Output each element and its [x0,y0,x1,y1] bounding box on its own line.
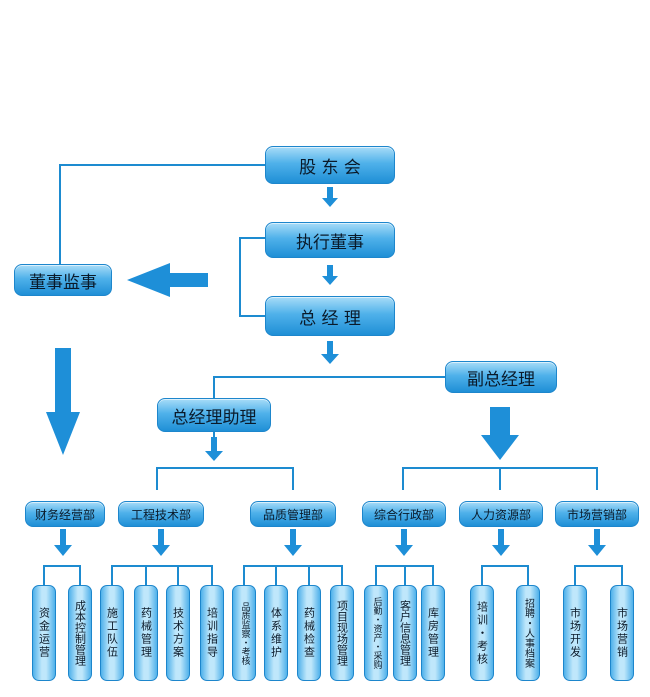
gm-label: 总 经 理 [299,308,361,329]
sub-unit-label: 后勤・资产・采购 [371,597,382,669]
sub-unit: 培训指导 [200,585,224,681]
gm-assistant-label: 总经理助理 [171,407,257,428]
shareholders-label: 股 东 会 [299,157,361,178]
arrow-left-icon [127,263,208,297]
sub-unit-label: 库房管理 [426,607,440,659]
sub-unit-label: 药械检查 [302,607,316,659]
sub-unit-label: 药械管理 [139,607,153,659]
sub-unit: 后勤・资产・采购 [364,585,388,681]
arrow-down-icon [492,529,510,556]
sub-unit-label: 招聘・人事档案 [522,598,534,668]
supervisor-label: 董事监事 [29,272,97,293]
arrow-down-icon [54,529,72,556]
dept-hr: 人力资源部 [459,501,543,527]
sub-unit: 药械管理 [134,585,158,681]
arrow-down-icon [322,265,338,285]
sub-unit: 技术方案 [166,585,190,681]
arrow-down-large-icon [481,407,519,460]
sub-unit-label: 成本控制管理 [73,600,87,666]
arrows [46,187,606,556]
sub-unit: 市场开发 [563,585,587,681]
sub-unit-label: 技术方案 [171,607,185,659]
sub-unit: 药械检查 [297,585,321,681]
dept-marketing-label: 市场营销部 [566,507,627,522]
sub-unit: 成本控制管理 [68,585,92,681]
arrow-down-icon [322,187,338,207]
sub-unit: 品质监察・考核 [232,585,256,681]
sub-unit: 资金运营 [32,585,56,681]
dept-engineering-label: 工程技术部 [130,507,191,522]
arrow-down-icon [284,529,302,556]
sub-unit-label: 施工队伍 [105,607,119,659]
dept-finance-label: 财务经营部 [34,507,95,522]
arrow-down-icon [395,529,413,556]
gm-box: 总 经 理 [265,296,395,336]
shareholders-box: 股 东 会 [265,146,395,184]
dept-engineering: 工程技术部 [118,501,204,527]
sub-unit-label: 培训指导 [205,607,219,659]
dept-admin-label: 综合行政部 [373,507,434,522]
sub-unit-label: 培训・考核 [475,600,489,666]
board-label: 执行董事 [296,232,364,253]
supervisor-box: 董事监事 [14,264,112,296]
sub-unit-label: 品质监察・考核 [239,601,250,665]
sub-unit: 市场营销 [610,585,634,681]
sub-unit-label: 资金运营 [37,607,51,659]
dept-marketing: 市场营销部 [555,501,639,527]
arrow-down-icon [321,341,339,364]
arrow-down-large-icon [46,348,80,455]
sub-unit: 库房管理 [421,585,445,681]
arrow-down-icon [152,529,170,556]
sub-unit: 招聘・人事档案 [516,585,540,681]
sub-unit-label: 市场开发 [568,607,582,659]
gm-assistant-box: 总经理助理 [157,398,271,432]
sub-unit: 客户信息管理 [393,585,417,681]
sub-unit-label: 体系维护 [269,607,283,659]
sub-unit-label: 市场营销 [615,607,629,659]
sub-unit: 体系维护 [264,585,288,681]
sub-unit: 项目现场管理 [330,585,354,681]
arrow-down-icon [205,437,223,461]
dept-hr-label: 人力资源部 [470,507,531,522]
deputy-gm-label: 副总经理 [467,369,535,390]
board-box: 执行董事 [265,222,395,258]
dept-admin: 综合行政部 [362,501,446,527]
sub-unit-label: 客户信息管理 [398,600,412,666]
sub-unit-label: 项目现场管理 [335,600,349,666]
sub-unit: 培训・考核 [470,585,494,681]
dept-finance: 财务经营部 [25,501,105,527]
sub-unit: 施工队伍 [100,585,124,681]
arrow-down-icon [588,529,606,556]
dept-quality-label: 品质管理部 [262,507,323,522]
dept-quality: 品质管理部 [250,501,336,527]
deputy-gm-box: 副总经理 [445,361,557,393]
